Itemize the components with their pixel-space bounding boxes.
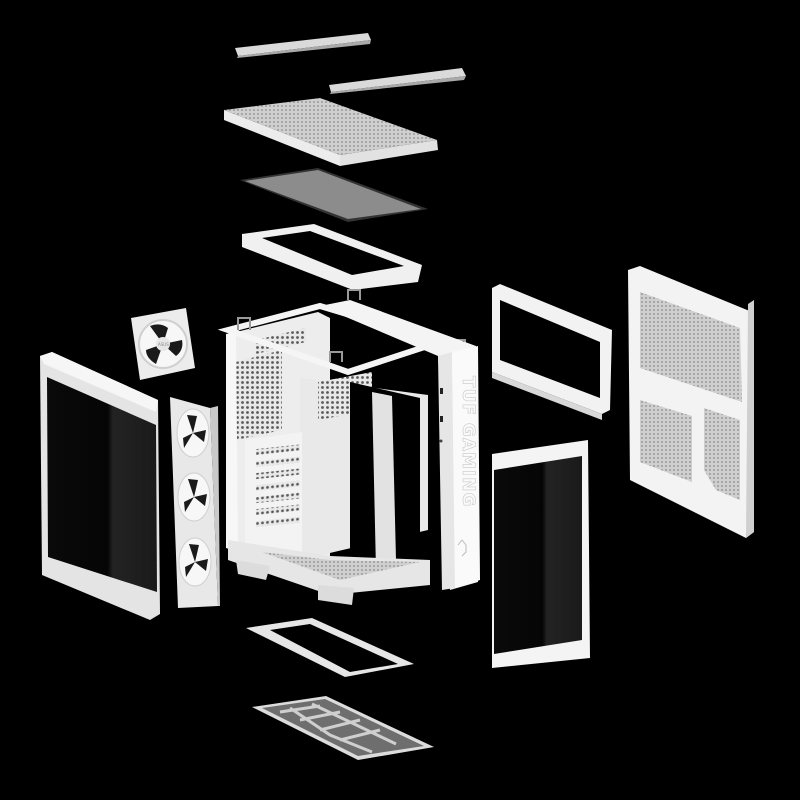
front-panel <box>320 300 480 590</box>
right-side-panel <box>628 266 754 538</box>
top-dust-filter <box>240 168 428 222</box>
top-fan-bracket <box>242 224 422 290</box>
brand-logo-text: TUF GAMING <box>458 376 479 508</box>
front-panel-brand-logo: TUF GAMING <box>456 372 484 512</box>
tuf-logo-icon <box>457 539 467 557</box>
usb-port-2 <box>440 416 443 422</box>
fan-1 <box>176 408 210 458</box>
side-triple-fan-array <box>170 397 220 608</box>
chassis <box>217 289 466 605</box>
rear-fan: ASUS <box>131 308 195 380</box>
fan-2 <box>177 472 211 522</box>
power-button <box>439 439 443 443</box>
fan-logo-text: ASUS <box>158 342 169 347</box>
fan-3 <box>178 537 212 587</box>
top-cover-panel <box>224 98 438 166</box>
left-tempered-glass-panel <box>40 352 160 620</box>
bottom-dust-filter <box>252 696 434 760</box>
top-trim-strip-2 <box>329 68 466 94</box>
usb-port-1 <box>440 388 443 394</box>
bottom-bracket <box>246 618 414 677</box>
front-tempered-glass-panel <box>492 440 590 668</box>
radiator-bracket <box>492 284 612 420</box>
expansion-slots <box>245 432 302 552</box>
top-trim-strip-1 <box>235 33 371 58</box>
